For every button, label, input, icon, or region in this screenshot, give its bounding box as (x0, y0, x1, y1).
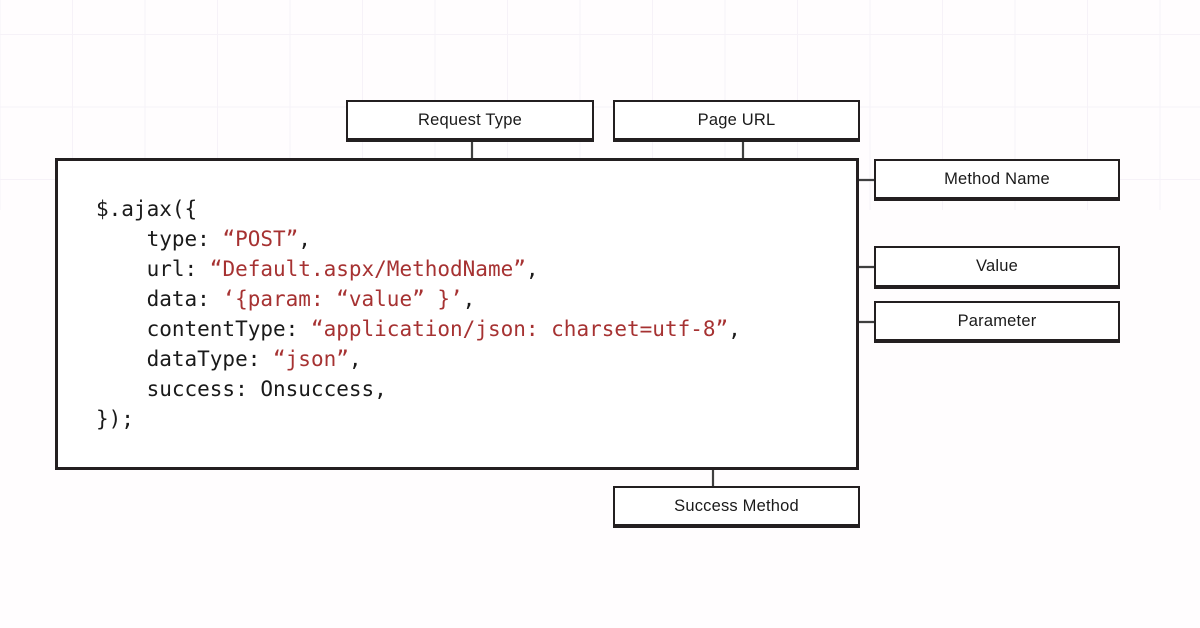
code-block: $.ajax({ type: “POST”, url: “Default.asp… (55, 158, 859, 470)
code-line-url-value: “Default.aspx/MethodName” (209, 257, 526, 281)
code-comma-data: , (462, 287, 476, 311)
annotation-box-method-name[interactable]: Method Name (874, 159, 1120, 201)
code-line-success: success: Onsuccess, (96, 377, 387, 401)
code-comma-url: , (525, 257, 539, 281)
annotation-box-page-url[interactable]: Page URL (613, 100, 860, 142)
code-line-type-value: “POST” (222, 227, 299, 251)
code-line-contenttype-key: contentType: (96, 317, 311, 341)
code-comma-datatype: , (348, 347, 362, 371)
code-line-contenttype-value: “application/json: charset=utf-8” (310, 317, 729, 341)
code-comma-contenttype: , (728, 317, 741, 341)
code-line-data-value: ‘{param: “value” }’ (222, 287, 463, 311)
code-line-datatype-key: dataType: (96, 347, 274, 371)
code-line-data-key: data: (96, 287, 223, 311)
annotation-label-method-name: Method Name (944, 169, 1050, 188)
code-line-close: }); (96, 407, 134, 431)
code-line-datatype-value: “json” (273, 347, 349, 371)
code-line-url-key: url: (96, 257, 210, 281)
annotation-label-request-type: Request Type (418, 110, 522, 129)
annotation-label-parameter: Parameter (957, 311, 1037, 330)
annotation-label-value: Value (976, 257, 1018, 275)
code-text: $.ajax({ type: “POST”, url: “Default.asp… (96, 194, 741, 434)
code-comma-type: , (298, 227, 311, 251)
code-line-open: $.ajax({ (96, 197, 198, 221)
code-line-type-key: type: (96, 227, 223, 251)
annotation-box-value[interactable]: Value (874, 246, 1120, 289)
annotation-box-request-type[interactable]: Request Type (346, 100, 594, 142)
annotation-label-page-url: Page URL (697, 110, 776, 129)
annotation-box-parameter[interactable]: Parameter (874, 301, 1120, 343)
annotation-box-success-method[interactable]: Success Method (613, 486, 860, 528)
annotation-label-success-method: Success Method (674, 496, 799, 515)
